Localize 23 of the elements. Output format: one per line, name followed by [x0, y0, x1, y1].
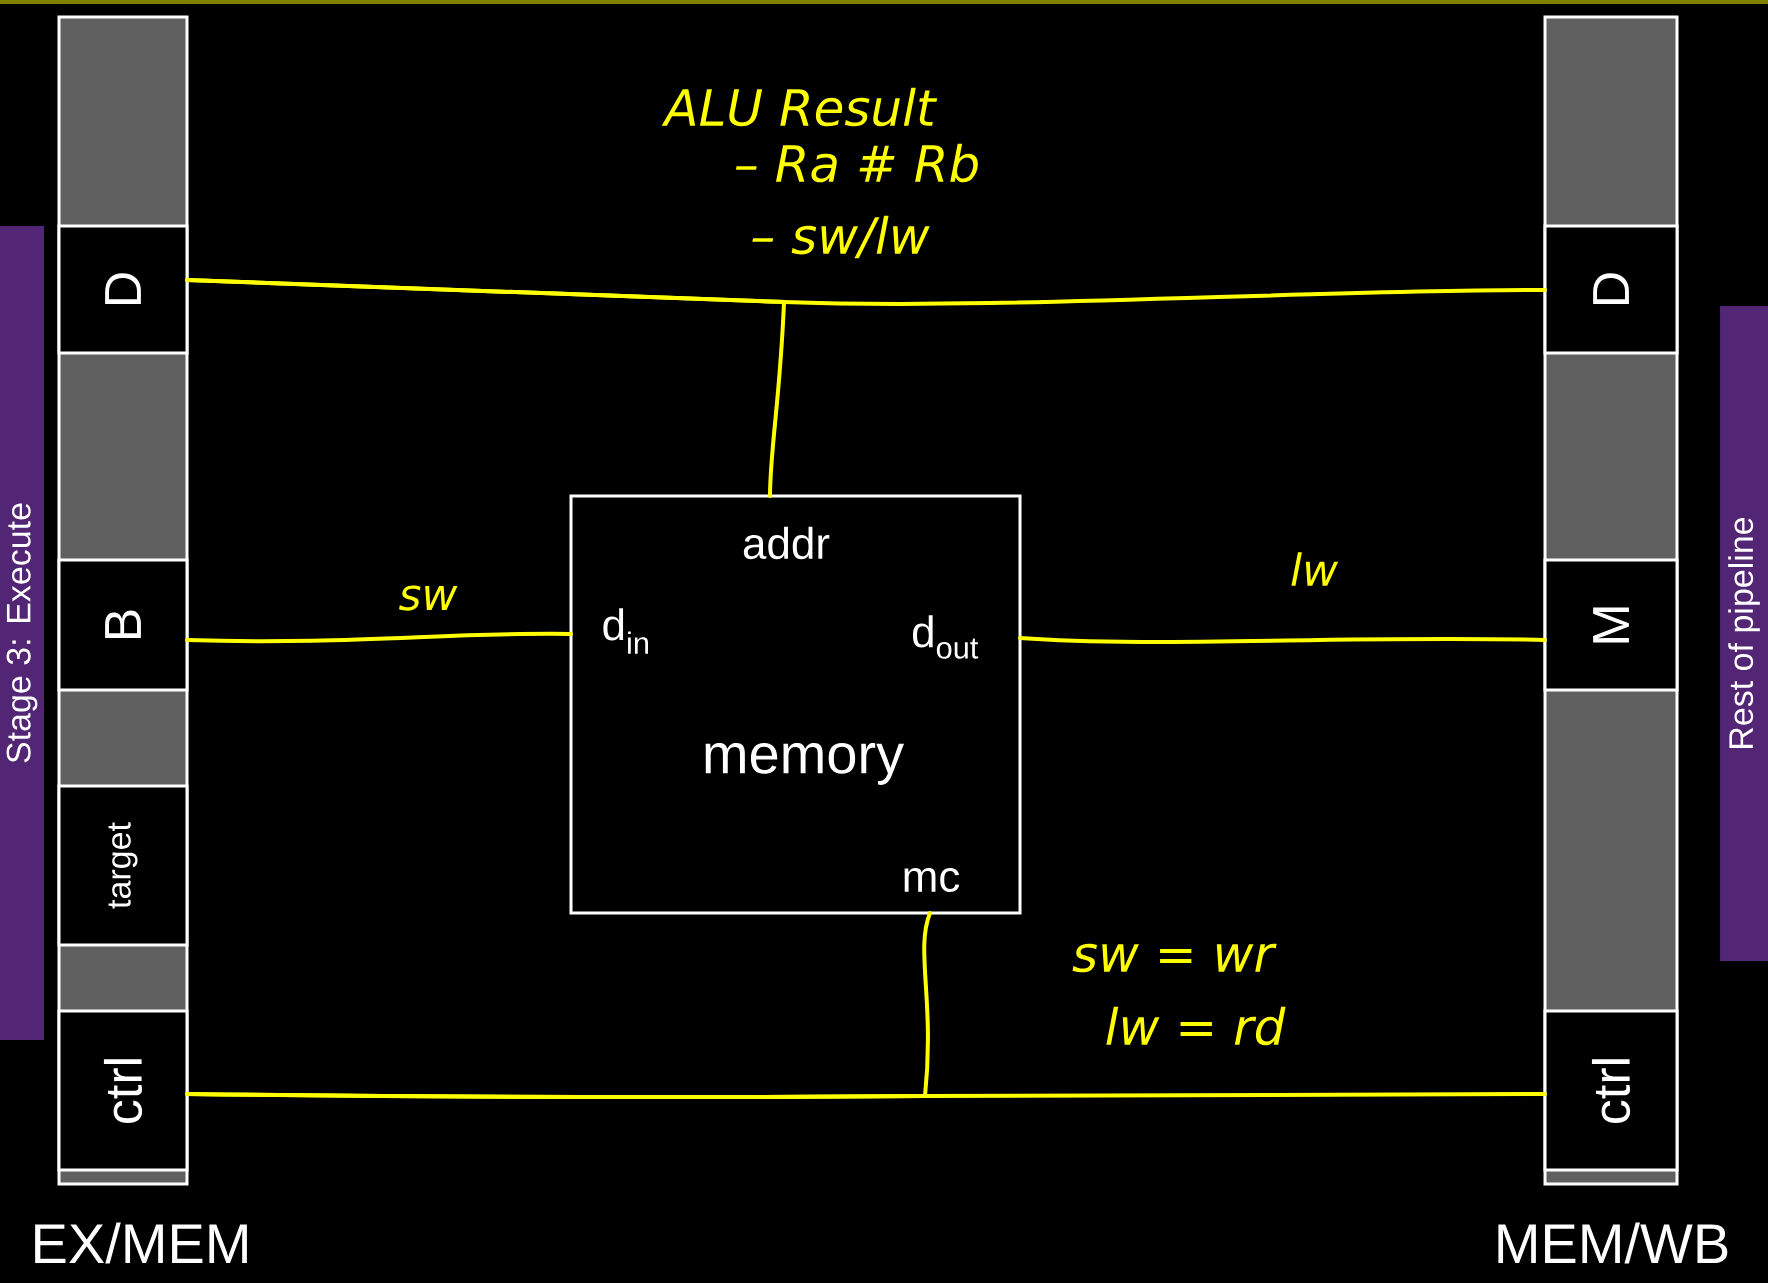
register-field: ctrl	[57, 1009, 189, 1172]
stage-band: Rest of pipeline	[1720, 306, 1768, 961]
stage-band: Stage 3: Execute	[0, 226, 44, 1040]
register-field: target	[57, 784, 189, 947]
register-field: ctrl	[1543, 1009, 1679, 1172]
handwritten-note: – Ra # Rb	[735, 143, 978, 183]
handwritten-note: sw = wr	[1072, 943, 1277, 973]
memory-box: addr d$_{in}$ d$_{out}$ memory mc	[569, 494, 1022, 915]
wire	[1018, 636, 1547, 644]
wire	[185, 911, 932, 1099]
handwritten-note: lw = rd	[1106, 1006, 1286, 1046]
register-field: D	[1543, 224, 1679, 355]
register-field: M	[1543, 558, 1679, 692]
node-label: MEM/WB	[1498, 1222, 1728, 1264]
edge-label: lw	[1287, 550, 1341, 588]
handwritten-note: ALU Result	[661, 87, 938, 127]
register-field: B	[57, 558, 189, 692]
handwritten-note: – sw/lw	[752, 215, 930, 259]
node-label: EX/MEM	[35, 1222, 247, 1264]
register-field: D	[57, 224, 189, 355]
edge-label: sw	[396, 583, 460, 613]
wire	[185, 278, 786, 498]
wire	[185, 631, 573, 644]
